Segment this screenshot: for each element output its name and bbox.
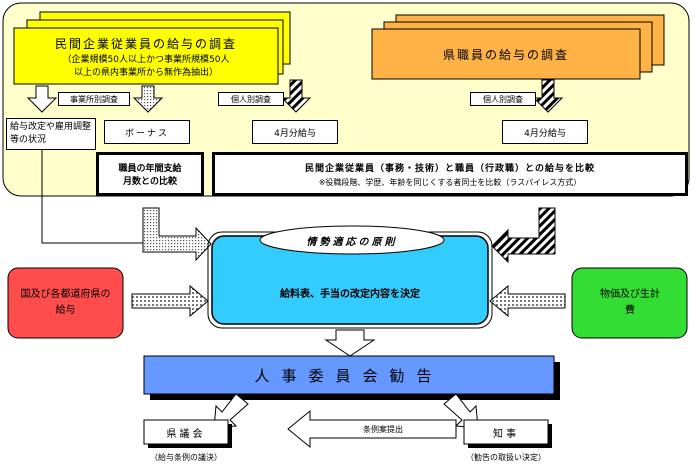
pref-survey-title: 県職員の給与の調査 bbox=[442, 47, 569, 62]
recommendation-text: 人事委員会勧告 bbox=[254, 366, 444, 385]
private-survey-subtitle-1: （企業規模50人以上かつ事業所規模50人 bbox=[62, 54, 230, 65]
principle-title: 情勢適応の原則 bbox=[306, 236, 398, 248]
arrow-prices-to-decision bbox=[489, 284, 566, 318]
april-pay-right-box: 4月分給与 bbox=[502, 120, 588, 144]
assembly-label: 県議会 bbox=[166, 428, 206, 440]
annual-comparison-line2: 月数との比較 bbox=[123, 177, 177, 187]
arrow-down-april-right bbox=[532, 79, 564, 113]
pay-revision-box: 給与改定や雇用調整等の状況 bbox=[6, 118, 96, 150]
main-comparison-line1: 民間企業従業員（事務・技術）と職員（行政職）との給与を比較 bbox=[305, 163, 595, 174]
april-pay-left-box: 4月分給与 bbox=[252, 120, 338, 144]
arrow-annual-to-decision bbox=[142, 207, 212, 262]
prices-box bbox=[571, 267, 688, 339]
bill-submission-label: 条例案提出 bbox=[363, 424, 403, 434]
arrow-down-bonus bbox=[132, 85, 164, 113]
arrow-decision-to-recommendation bbox=[324, 329, 376, 357]
governor-note: （勧告の取扱い決定） bbox=[466, 452, 546, 462]
recommendation-bar bbox=[143, 355, 555, 395]
governor-box bbox=[463, 419, 549, 445]
governor-label: 知事 bbox=[493, 428, 519, 440]
principle-ellipse bbox=[259, 225, 445, 255]
private-survey-title: 民間企業従業員の給与の調査 bbox=[54, 36, 237, 51]
private-survey-card: 民間企業従業員の給与の調査 （企業規模50人以上かつ事業所規模50人 以上の県内… bbox=[14, 28, 278, 84]
national-text: 国及び各都道府県の給与 bbox=[20, 289, 111, 316]
decision-text: 給料表、手当の改定内容を決定 bbox=[280, 288, 420, 300]
private-survey-subtitle-2: 以上の県内事業所から無作為抽出） bbox=[73, 67, 218, 78]
arrow-down-pay-revision bbox=[26, 85, 58, 113]
arrow-bill-submission bbox=[287, 409, 457, 449]
label-individual-survey-right: 個人別調査 bbox=[470, 92, 536, 106]
label-individual-survey-left: 個人別調査 bbox=[218, 92, 284, 106]
assembly-note: （給与条例の議決） bbox=[150, 452, 222, 462]
arrow-down-april-left bbox=[280, 79, 312, 113]
main-comparison-box: 民間企業従業員（事務・技術）と職員（行政職）との給与を比較 ※役職段階、学歴、年… bbox=[212, 152, 688, 196]
national-box bbox=[7, 267, 124, 339]
bonus-box: ボーナス bbox=[104, 120, 190, 144]
label-establishment-survey: 事業所別調査 bbox=[58, 92, 130, 106]
annual-comparison-box: 職員の年間支給 月数との比較 bbox=[96, 152, 204, 196]
prices-text: 物価及び生計費 bbox=[600, 289, 660, 316]
main-comparison-line2: ※役職段階、学歴、年齢を同じくする者同士を比較（ラスパイレス方式） bbox=[318, 177, 582, 187]
assembly-box bbox=[143, 419, 229, 445]
arrow-national-to-decision bbox=[131, 284, 209, 318]
arrow-comparison-to-decision bbox=[491, 207, 556, 264]
annual-comparison-line1: 職員の年間支給 bbox=[118, 164, 182, 174]
